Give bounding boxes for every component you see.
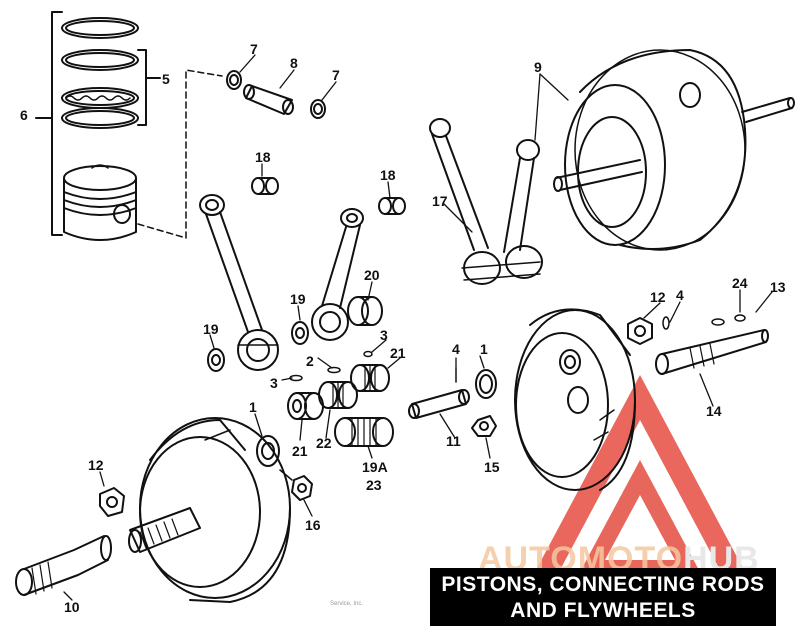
connecting-rod-front (199, 194, 279, 371)
caption-box: PISTONS, CONNECTING RODS AND FLYWHEELS (430, 568, 776, 626)
callout-19A: 19A (362, 459, 388, 475)
callout-10: 10 (64, 599, 80, 615)
piston-rings (61, 17, 139, 129)
flywheel-assembly (553, 49, 795, 251)
roller-bearing-21-left (287, 392, 324, 420)
upper-bushing-left (251, 177, 279, 195)
bracket-6 (35, 11, 63, 236)
callout-7-right: 7 (332, 67, 340, 83)
callout-19-right: 19 (290, 291, 306, 307)
wrist-pin-clip-right (310, 99, 326, 119)
leader-lines (63, 54, 773, 601)
callout-18-left: 18 (255, 149, 271, 165)
callout-17: 17 (432, 193, 448, 209)
callout-22: 22 (316, 435, 332, 451)
dashed-guide-piston (137, 69, 223, 239)
nut-16 (291, 475, 313, 501)
caption-line-2: AND FLYWHEELS (510, 599, 696, 622)
callout-15: 15 (484, 459, 500, 475)
washer-1-left (256, 435, 280, 467)
callout-14: 14 (706, 403, 722, 419)
callout-9: 9 (534, 59, 542, 75)
callout-6: 6 (20, 107, 28, 123)
callout-8: 8 (290, 55, 298, 71)
bracket-5 (137, 49, 161, 126)
callout-11: 11 (446, 433, 461, 449)
connecting-rod-rear (311, 208, 364, 341)
wrist-pin (243, 84, 294, 115)
callout-labels: 6 5 7 8 7 9 18 18 17 20 19 19 3 2 21 3 1… (20, 41, 786, 615)
callout-2: 2 (306, 353, 314, 369)
keys-13-24 (662, 314, 746, 330)
callout-20: 20 (364, 267, 380, 283)
flywheel-left-shaft (128, 507, 201, 553)
callout-21-right: 21 (390, 345, 406, 361)
nut-15 (471, 415, 497, 437)
callout-3-left: 3 (270, 375, 278, 391)
callout-4-right: 4 (676, 287, 684, 303)
washer-19-left (207, 348, 225, 372)
gear-shaft-10 (15, 535, 112, 596)
callout-7-left: 7 (250, 41, 258, 57)
flywheel-left (139, 417, 293, 603)
assembled-rods (429, 118, 543, 285)
callout-21-left: 21 (292, 443, 308, 459)
callout-18-right: 18 (380, 167, 396, 183)
flywheel-right (514, 308, 636, 491)
pinion-shaft-14 (655, 329, 769, 375)
callout-4-center: 4 (452, 341, 460, 357)
washer-1-center (475, 369, 497, 399)
callout-19-left: 19 (203, 321, 219, 337)
caption-line-1: PISTONS, CONNECTING RODS (441, 573, 765, 596)
credit-text: Service, Inc. (330, 601, 364, 607)
callout-24: 24 (732, 275, 748, 291)
crank-pin (408, 389, 470, 419)
callout-23: 23 (366, 477, 382, 493)
roller-bearing-22 (318, 381, 358, 409)
nut-12-right (627, 317, 653, 345)
callout-16: 16 (305, 517, 321, 533)
callout-3-right: 3 (380, 327, 388, 343)
callout-5: 5 (162, 71, 170, 87)
nut-12-left (99, 487, 125, 517)
watermark-triangle (520, 375, 760, 600)
wrist-pin-clip-left (226, 70, 242, 90)
roller-bearing-19A (334, 417, 394, 447)
bearing-20 (347, 296, 383, 326)
washer-19-right (291, 321, 309, 345)
roller-bearing-21-right (350, 364, 390, 392)
callout-12-left: 12 (88, 457, 104, 473)
piston (63, 164, 137, 241)
callout-1-left: 1 (249, 399, 257, 415)
callout-12-right: 12 (650, 289, 666, 305)
upper-bushing-right (378, 197, 406, 215)
callout-13: 13 (770, 279, 786, 295)
callout-1-center: 1 (480, 341, 488, 357)
